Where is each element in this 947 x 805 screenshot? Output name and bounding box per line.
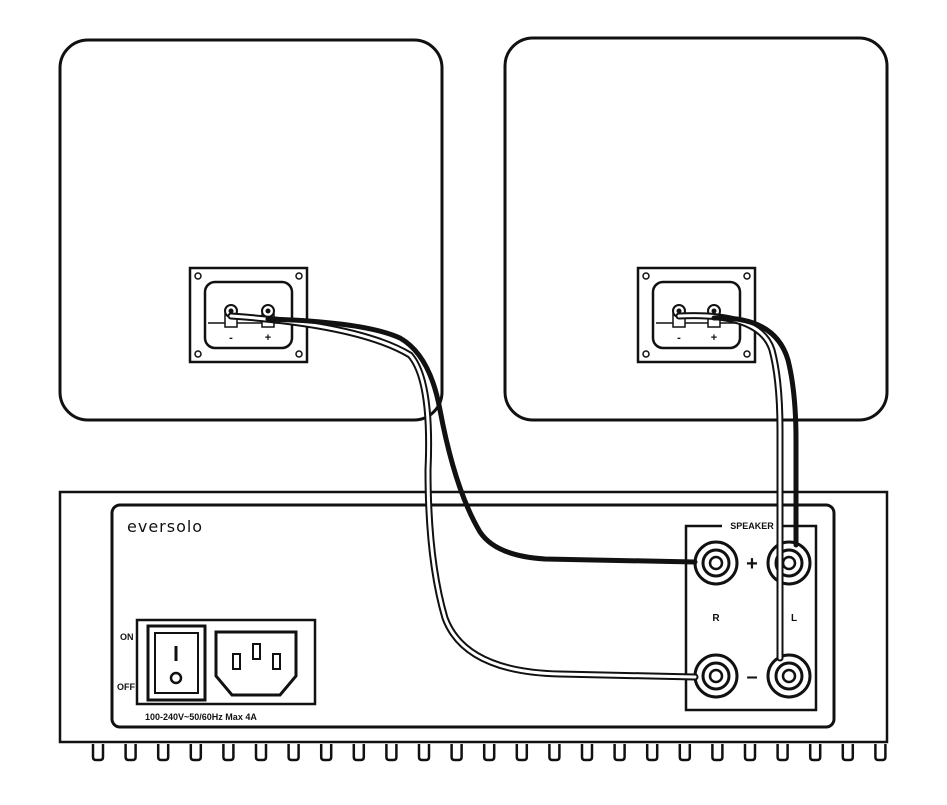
chassis-foot xyxy=(385,744,398,762)
switch-off-label: OFF xyxy=(117,682,135,692)
chassis-foot xyxy=(319,744,333,762)
iec-power-inlet xyxy=(214,630,298,697)
chassis-foot xyxy=(776,744,789,762)
power-rating-label: 100-240V~50/60Hz Max 4A xyxy=(145,712,257,722)
chassis-foot xyxy=(189,744,203,762)
rocker-switch[interactable] xyxy=(146,624,207,702)
chassis-foot xyxy=(156,744,170,762)
chassis-foot xyxy=(254,744,268,762)
chassis-foot xyxy=(580,744,594,762)
chassis-foot xyxy=(743,744,757,762)
chassis-foot xyxy=(287,744,300,762)
right-speaker: - + xyxy=(503,36,889,422)
left-negative-cable xyxy=(227,312,699,681)
chassis-foot xyxy=(645,744,659,762)
chassis-foot xyxy=(417,744,431,762)
chassis-foot xyxy=(548,744,561,762)
channel-right-label: R xyxy=(712,613,720,624)
chassis-foot xyxy=(450,744,463,762)
chassis-foot xyxy=(482,744,496,762)
switch-on-label: ON xyxy=(120,632,134,642)
speaker-panel-title: SPEAKER xyxy=(730,521,774,531)
negative-symbol: – xyxy=(746,666,757,688)
left-speaker-minus-label: - xyxy=(229,332,233,344)
positive-symbol: + xyxy=(746,553,758,575)
left-negative-terminal[interactable] xyxy=(766,653,812,699)
left-positive-terminal[interactable] xyxy=(766,540,812,586)
chassis-foot xyxy=(124,744,137,762)
right-speaker-plus-label: + xyxy=(711,332,717,344)
right-negative-terminal[interactable] xyxy=(693,653,739,699)
chassis-foot xyxy=(678,744,692,762)
cables xyxy=(227,312,799,681)
switch-off-mark xyxy=(169,671,183,685)
chassis-foot xyxy=(613,744,626,762)
chassis-foot xyxy=(91,744,105,762)
channel-left-label: L xyxy=(791,613,797,624)
right-positive-cable xyxy=(711,315,799,548)
amplifier: eversolo ON OFF 100-240V~50/60Hz Max 4A xyxy=(58,490,889,762)
chassis-foot xyxy=(808,744,822,762)
right-speaker-cabinet xyxy=(503,36,889,422)
speaker-terminal-panel: SPEAKER + – R xyxy=(684,519,818,712)
amplifier-feet xyxy=(91,744,887,762)
chassis-foot xyxy=(711,744,724,762)
chassis-foot xyxy=(352,744,366,762)
left-speaker-plus-label: + xyxy=(265,332,271,344)
right-speaker-minus-label: - xyxy=(677,332,681,344)
power-switch-area: ON OFF 100-240V~50/60Hz Max 4A xyxy=(117,618,317,722)
chassis-foot xyxy=(222,744,235,762)
chassis-foot xyxy=(841,744,855,762)
chassis-foot xyxy=(515,744,529,762)
left-positive-cable xyxy=(265,316,698,565)
left-speaker: - + xyxy=(58,38,444,422)
brand-logo: eversolo xyxy=(127,517,203,536)
chassis-foot xyxy=(874,744,887,762)
right-positive-terminal[interactable] xyxy=(693,540,739,586)
